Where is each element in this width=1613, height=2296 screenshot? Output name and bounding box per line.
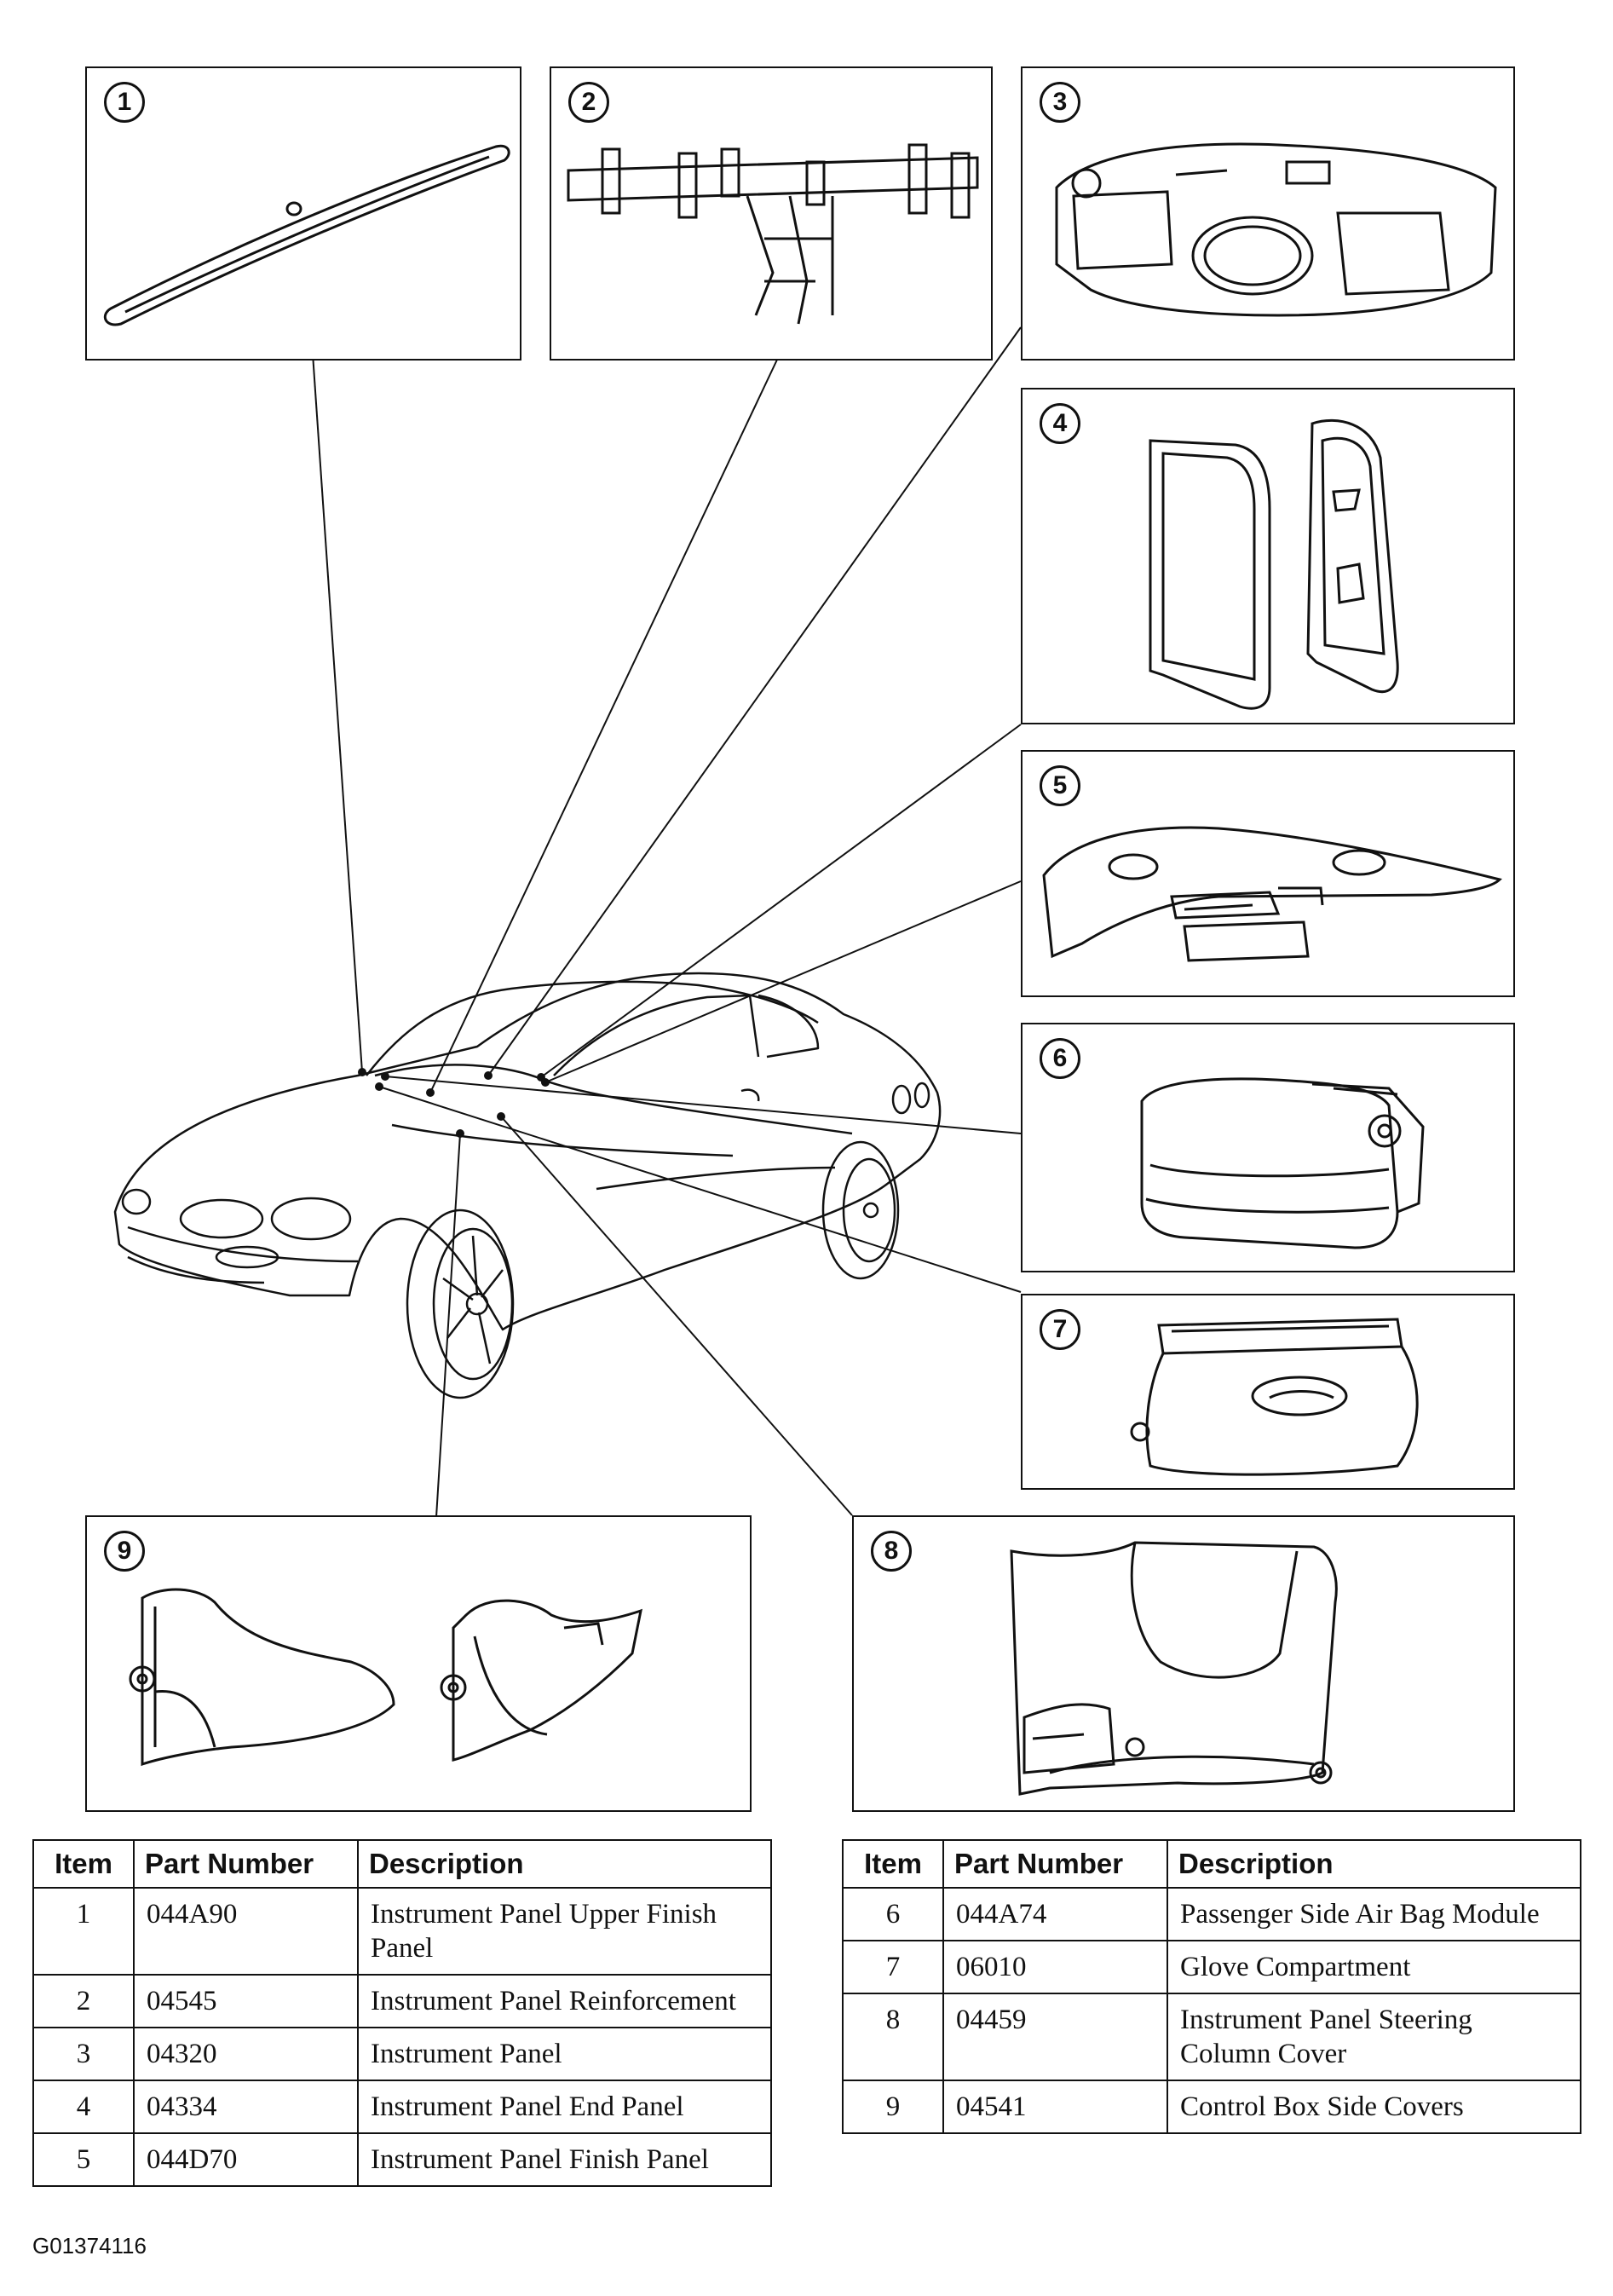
header-item: Item [842,1839,944,1889]
instrument-panel-illustration [1055,142,1497,317]
table-row: 7 06010 Glove Compartment [842,1940,1581,1994]
item-cell: 9 [842,2080,944,2134]
leader-line-5 [544,880,1022,1083]
table-row: 8 04459 Instrument Panel Steering Column… [842,1993,1581,2081]
callout-number-2: 2 [568,82,609,123]
leader-line-8 [500,1116,853,1516]
table-row: 9 04541 Control Box Side Covers [842,2080,1581,2134]
figure-id: G01374116 [32,2233,147,2259]
callout-box-7: 7 [1021,1294,1515,1490]
table-row: 6 044A74 Passenger Side Air Bag Module [842,1887,1581,1941]
callout-number-8: 8 [871,1531,912,1572]
table-row: 4 04334 Instrument Panel End Panel [32,2080,772,2134]
callout-number-1: 1 [104,82,145,123]
parts-table-right: Item Part Number Description 6 044A74 Pa… [842,1839,1581,2134]
glove-compartment-illustration [1130,1318,1419,1476]
header-item: Item [32,1839,135,1889]
finish-panel-illustration [1042,826,1502,962]
description-cell: Instrument Panel Reinforcement [357,1974,772,2028]
leader-line-9 [435,1133,461,1518]
part-number-cell: 04541 [942,2080,1168,2134]
callout-number-6: 6 [1040,1038,1080,1079]
table-row: 1 044A90 Instrument Panel Upper Finish P… [32,1887,772,1976]
item-cell: 3 [32,2027,135,2081]
callout-box-5: 5 [1021,750,1515,997]
callout-box-6: 6 [1021,1023,1515,1272]
passenger-air-bag-illustration [1140,1077,1425,1249]
item-cell: 5 [32,2132,135,2187]
callout-box-3: 3 [1021,66,1515,361]
table-row: 2 04545 Instrument Panel Reinforcement [32,1974,772,2028]
leader-line-6 [384,1076,1022,1134]
leader-line-4 [540,724,1022,1078]
callout-number-3: 3 [1040,82,1080,123]
steering-column-cover-illustration [1010,1541,1338,1796]
part-number-cell: 044D70 [133,2132,359,2187]
control-box-side-covers-illustration [129,1588,642,1767]
callout-number-4: 4 [1040,403,1080,444]
table-row: 3 04320 Instrument Panel [32,2027,772,2081]
item-cell: 8 [842,1993,944,2081]
callout-box-4: 4 [1021,388,1515,724]
header-description: Description [357,1839,772,1889]
part-number-cell: 044A74 [942,1887,1168,1941]
item-cell: 7 [842,1940,944,1994]
callout-number-7: 7 [1040,1309,1080,1350]
part-number-cell: 04334 [133,2080,359,2134]
leader-line-3 [487,326,1022,1076]
callout-box-9: 9 [85,1515,752,1812]
callout-box-8: 8 [852,1515,1515,1812]
upper-finish-panel-illustration [103,144,510,326]
leader-line-2 [429,359,778,1093]
description-cell: Glove Compartment [1167,1940,1581,1994]
part-number-cell: 04459 [942,1993,1168,2081]
panel-reinforcement-illustration [567,143,979,325]
part-number-cell: 06010 [942,1940,1168,1994]
part-number-cell: 044A90 [133,1887,359,1976]
header-description: Description [1167,1839,1581,1889]
callout-box-2: 2 [550,66,993,361]
leader-line-7 [378,1086,1022,1293]
description-cell: Instrument Panel [357,2027,772,2081]
parts-table-left: Item Part Number Description 1 044A90 In… [32,1839,772,2187]
description-cell: Instrument Panel Steering Column Cover [1167,1993,1581,2081]
description-cell: Instrument Panel Finish Panel [357,2132,772,2187]
car-drawing [113,972,942,1399]
item-cell: 4 [32,2080,135,2134]
leader-line-1 [310,328,363,1073]
callout-box-1: 1 [85,66,521,361]
description-cell: Instrument Panel Upper Finish Panel [357,1887,772,1976]
callout-number-5: 5 [1040,765,1080,806]
description-cell: Passenger Side Air Bag Module [1167,1887,1581,1941]
description-cell: Control Box Side Covers [1167,2080,1581,2134]
part-number-cell: 04545 [133,1974,359,2028]
header-part-number: Part Number [133,1839,359,1889]
item-cell: 6 [842,1887,944,1941]
callout-number-9: 9 [104,1531,145,1572]
end-panel-illustration [1149,418,1399,710]
description-cell: Instrument Panel End Panel [357,2080,772,2134]
table-row: 5 044D70 Instrument Panel Finish Panel [32,2132,772,2187]
header-part-number: Part Number [942,1839,1168,1889]
item-cell: 2 [32,1974,135,2028]
part-number-cell: 04320 [133,2027,359,2081]
item-cell: 1 [32,1887,135,1976]
